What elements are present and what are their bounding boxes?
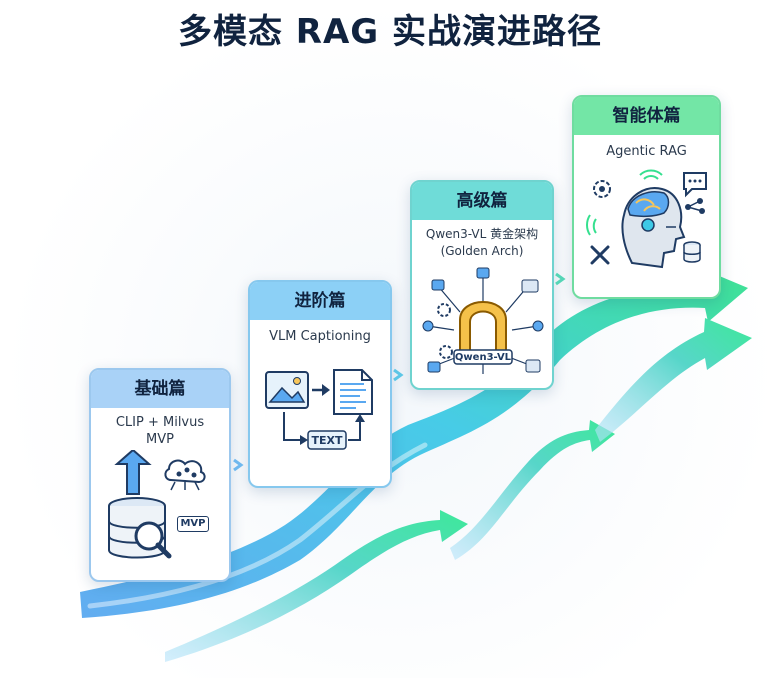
stage-header-basic: 基础篇 [91, 370, 229, 408]
mvp-badge: MVP [177, 516, 209, 532]
stage-card-expert: 高级篇 Qwen3-VL 黄金架构 (Golden Arch) Qwen3-VL [410, 180, 554, 390]
chevron-right-icon [233, 458, 244, 472]
robot-agent-icon [586, 169, 707, 269]
qwen-badge: Qwen3-VL [454, 352, 512, 363]
main-ribbon [80, 270, 748, 618]
captioning-icon [265, 369, 373, 450]
stage-header-agent: 智能体篇 [574, 97, 719, 135]
secondary-ribbon [165, 510, 468, 662]
secondary-ribbon-2 [450, 420, 615, 560]
secondary-ribbon-3 [595, 318, 752, 442]
stage-card-advanced: 进阶篇 VLM Captioning TEXT [248, 280, 392, 488]
golden-arch-icon [422, 267, 544, 374]
stage-card-basic: 基础篇 CLIP + Milvus MVP MVP [89, 368, 231, 582]
text-badge: TEXT [311, 434, 343, 447]
database-search-icon [108, 450, 206, 559]
stage-desc-basic: CLIP + Milvus MVP [115, 415, 205, 447]
stage-card-agent: 智能体篇 Agentic RAG [572, 95, 721, 299]
stage-header-expert: 高级篇 [412, 182, 552, 220]
chevron-right-icon [393, 368, 404, 382]
stage-desc-agent: Agentic RAG [606, 144, 687, 159]
stage-desc-expert: Qwen3-VL 黄金架构 (Golden Arch) [425, 227, 539, 258]
chevron-right-icon [555, 272, 566, 286]
page-title: 多模态 RAG 实战演进路径 [177, 12, 603, 52]
stage-header-advanced: 进阶篇 [250, 282, 390, 320]
stage-desc-advanced: VLM Captioning [269, 329, 371, 344]
